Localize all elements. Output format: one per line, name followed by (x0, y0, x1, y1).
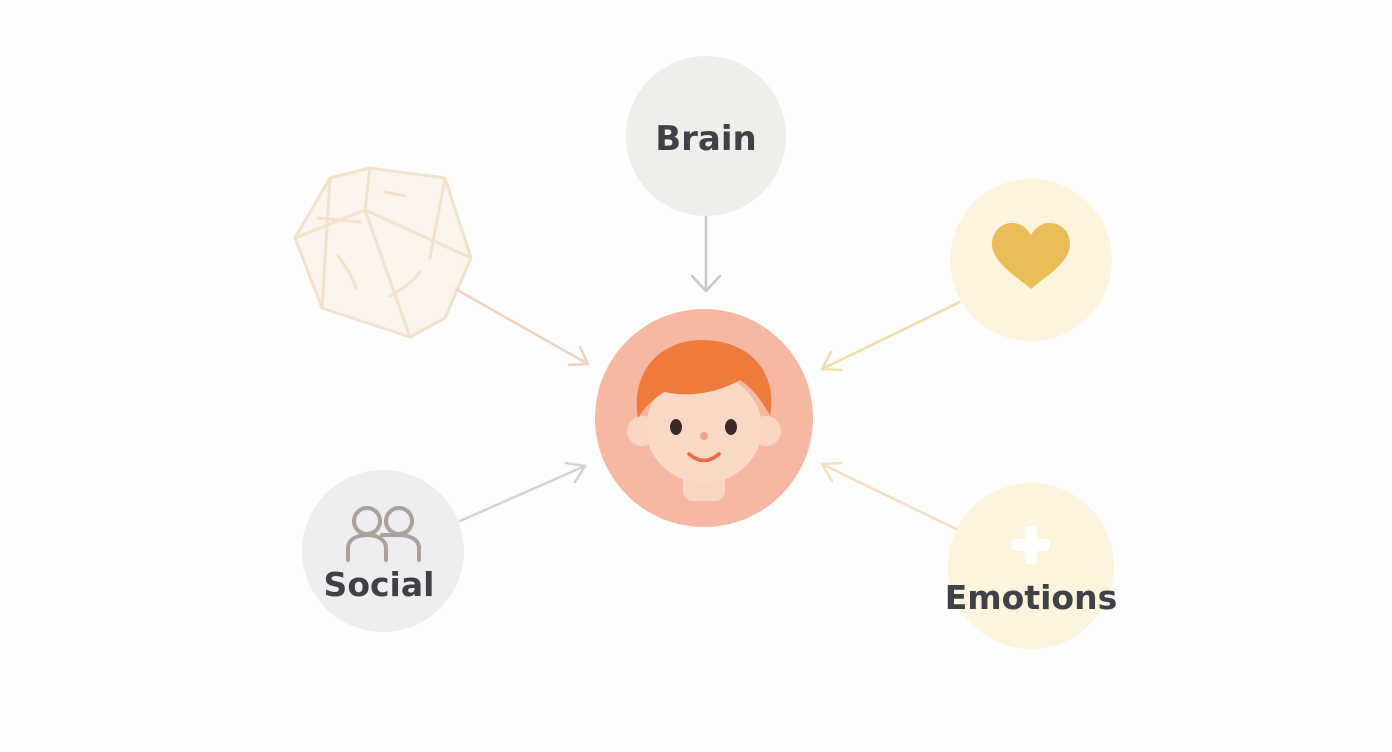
heart-node (950, 179, 1112, 341)
brain-node-label: Brain (655, 119, 757, 159)
people-icon (346, 506, 421, 562)
child-face-icon (627, 340, 781, 501)
arrow-puzzle-to-center (450, 285, 590, 367)
social-node-label: Social (324, 565, 435, 604)
arrow-emotions-to-center (820, 461, 960, 532)
emotions-node-circle (948, 483, 1114, 649)
heart-icon (992, 223, 1070, 289)
arrow-social-to-center (458, 461, 587, 523)
geometric-shape-node (293, 166, 473, 339)
center-child-node (595, 309, 813, 527)
arrow-heart-to-center (820, 300, 962, 372)
geometric-shape-icon (293, 166, 473, 339)
arrow-brain-to-center (690, 214, 722, 293)
emotions-node-label: Emotions (945, 578, 1118, 617)
brain-node: Brain (626, 56, 786, 216)
emotions-node: Emotions (945, 483, 1118, 649)
social-node: Social (302, 470, 464, 632)
plus-icon (1012, 526, 1050, 564)
social-node-circle (302, 470, 464, 632)
brain-node-circle (626, 56, 786, 216)
